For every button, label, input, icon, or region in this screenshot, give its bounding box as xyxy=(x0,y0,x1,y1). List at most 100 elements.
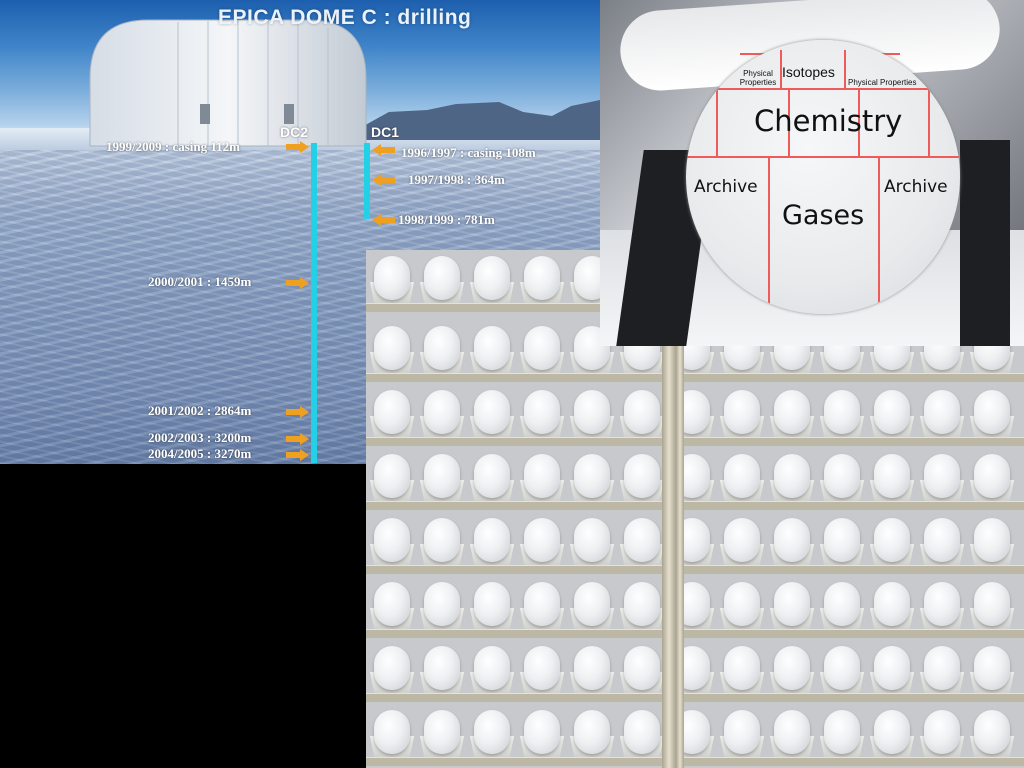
ice-core-bag xyxy=(974,518,1010,562)
shelf-board xyxy=(366,629,1024,638)
shelf-board xyxy=(366,693,1024,702)
cut-line xyxy=(716,88,930,90)
section-label: Physical Properties xyxy=(848,78,917,87)
ice-core-bag xyxy=(624,390,660,434)
ice-core-bag xyxy=(474,454,510,498)
ice-core-bag xyxy=(624,646,660,690)
arrow-icon xyxy=(286,277,309,289)
cut-line xyxy=(878,156,880,314)
core-cross-section: Physical Properties Isotopes Physical Pr… xyxy=(686,40,960,314)
ice-core-bag xyxy=(424,454,460,498)
cut-line xyxy=(844,50,846,88)
ice-core-bag xyxy=(374,326,410,370)
ice-core-bag xyxy=(524,454,560,498)
ice-core-bag xyxy=(824,646,860,690)
ice-core-bag xyxy=(374,646,410,690)
shelf-board xyxy=(366,757,1024,766)
ice-core-bag xyxy=(874,582,910,626)
ice-core-bag xyxy=(874,390,910,434)
ice-core-bag xyxy=(374,582,410,626)
ice-core-bag xyxy=(524,326,560,370)
ice-core-bag xyxy=(774,390,810,434)
ice-core-bag xyxy=(524,646,560,690)
dc1-label: DC1 xyxy=(371,124,400,140)
ice-core-bag xyxy=(824,454,860,498)
ice-core-bag xyxy=(624,518,660,562)
ice-core-bag xyxy=(874,454,910,498)
shelf-post xyxy=(662,346,676,768)
ice-core-bag xyxy=(524,582,560,626)
cut-line xyxy=(858,88,860,158)
ice-core-bag xyxy=(424,710,460,754)
ice-core-bag xyxy=(574,454,610,498)
ice-core-bag xyxy=(874,518,910,562)
shelf-row xyxy=(366,448,1024,510)
ice-core-bag xyxy=(424,646,460,690)
ice-core-bag xyxy=(424,256,460,300)
ice-core-bag xyxy=(374,710,410,754)
ice-core-bag xyxy=(974,646,1010,690)
ice-core-bag xyxy=(974,710,1010,754)
shelf-row xyxy=(366,384,1024,446)
ice-core-bag xyxy=(724,646,760,690)
ice-core-bag xyxy=(524,518,560,562)
ice-core-bag xyxy=(924,390,960,434)
arrow-icon xyxy=(286,449,309,461)
ice-core-bag xyxy=(974,582,1010,626)
dc1-depth-label: 1998/1999 : 781m xyxy=(398,212,495,227)
ice-core-bag xyxy=(374,390,410,434)
ice-core-bag xyxy=(374,454,410,498)
ice-core-bag xyxy=(574,390,610,434)
shelf-board xyxy=(366,501,1024,510)
ice-core-bag xyxy=(624,582,660,626)
section-label: Isotopes xyxy=(782,64,835,80)
cut-line xyxy=(686,156,960,158)
ice-core-bag xyxy=(374,518,410,562)
cut-line xyxy=(768,156,770,314)
cut-line xyxy=(788,88,790,158)
ice-core-bag xyxy=(524,710,560,754)
section-label: Chemistry xyxy=(754,104,903,138)
ice-core-bag xyxy=(574,710,610,754)
ice-core-bag xyxy=(424,582,460,626)
dc2-depth-label: 2001/2002 : 2864m xyxy=(148,403,252,418)
core-section-photo: Physical Properties Isotopes Physical Pr… xyxy=(600,0,1024,346)
shelf-row xyxy=(366,576,1024,638)
ice-core-bag xyxy=(774,710,810,754)
drilling-shelter xyxy=(89,19,367,147)
ice-core-bag xyxy=(824,518,860,562)
arrow-icon xyxy=(372,214,395,226)
dc1-depth-label: 1997/1998 : 364m xyxy=(408,172,505,187)
ice-core-bag xyxy=(924,646,960,690)
dc1-depth-label: 1996/1997 : casing 108m xyxy=(401,145,536,160)
shelf-board xyxy=(366,373,1024,382)
ice-core-bag xyxy=(724,710,760,754)
ice-core-bag xyxy=(774,454,810,498)
dc2-borehole-bar xyxy=(311,143,317,463)
ice-core-bag xyxy=(924,582,960,626)
core-holder-right xyxy=(960,140,1010,346)
ice-core-bag xyxy=(574,582,610,626)
arrow-icon xyxy=(286,141,309,153)
ice-core-bag xyxy=(474,518,510,562)
ice-core-bag xyxy=(924,710,960,754)
ice-core-bag xyxy=(524,256,560,300)
arrow-icon xyxy=(372,144,395,156)
ice-core-bag xyxy=(474,390,510,434)
arrow-icon xyxy=(286,433,309,445)
ice-core-bag xyxy=(424,326,460,370)
ice-core-bag xyxy=(574,646,610,690)
cut-line xyxy=(780,50,782,88)
arrow-icon xyxy=(372,174,395,186)
section-label: Physical Properties xyxy=(739,69,777,87)
ice-core-bag xyxy=(474,646,510,690)
panel-title: EPICA DOME C : drilling xyxy=(218,6,472,29)
dc2-depth-label: 1999/2009 : casing 112m xyxy=(106,139,240,154)
section-label: Archive xyxy=(884,177,948,197)
ice-core-bag xyxy=(824,710,860,754)
ice-core-bag xyxy=(424,518,460,562)
shelf-board xyxy=(366,437,1024,446)
shelf-row xyxy=(366,704,1024,766)
ice-core-bag xyxy=(424,390,460,434)
ice-core-bag xyxy=(624,454,660,498)
